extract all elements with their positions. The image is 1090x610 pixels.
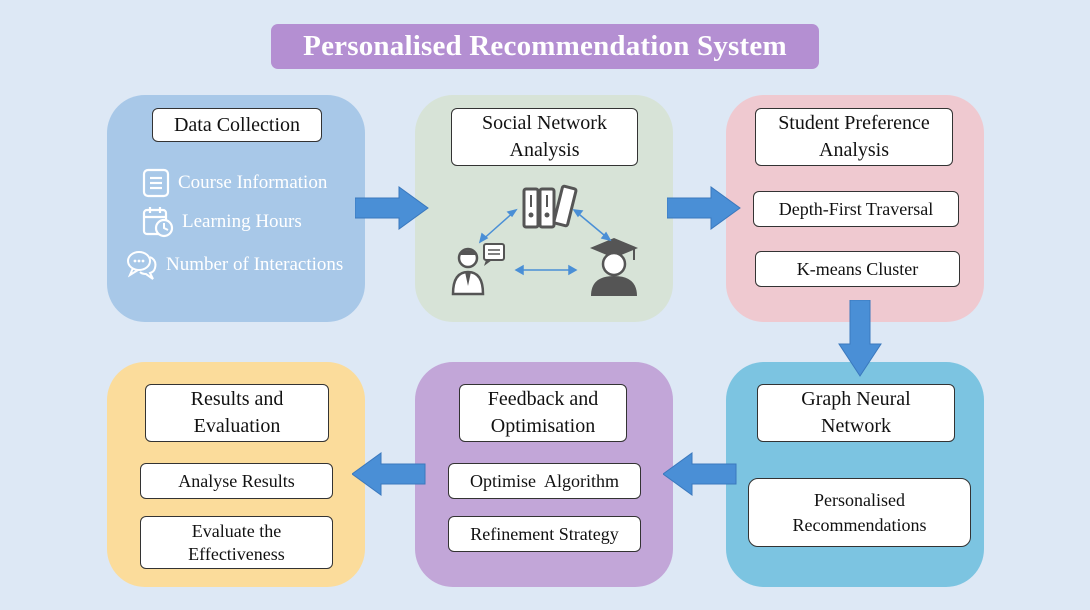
learning-hours-label: Learning Hours [182,211,302,232]
analyse-results-step: Analyse Results [140,463,333,499]
gnn-output-line1: Personalised [814,490,905,511]
data-collection-heading: Data Collection [152,108,322,142]
student-preference-heading: Student Preference Analysis [755,108,953,166]
diagram-title: Personalised Recommendation System [271,24,819,69]
student-graduate-icon [590,238,638,296]
gnn-heading-line1: Graph Neural [801,388,911,410]
number-of-interactions-item: Number of Interactions [126,249,343,281]
feedback-heading-line2: Optimisation [490,415,596,437]
results-heading-line1: Results and [190,388,284,410]
arrow-left-1 [663,452,737,496]
optimise-algorithm-step: Optimise Algorithm [448,463,641,499]
binders-icon [522,184,578,229]
depth-first-traversal-step: Depth-First Traversal [753,191,959,227]
chat-bubbles-icon [127,251,157,280]
results-heading-line2: Evaluation [193,415,281,437]
student-preference-heading-line2: Analysis [819,139,889,161]
calendar-clock-icon [142,207,174,238]
gnn-heading: Graph Neural Network [757,384,955,442]
results-heading: Results and Evaluation [145,384,329,442]
number-of-interactions-label: Number of Interactions [166,254,344,275]
document-icon [142,168,170,198]
refinement-strategy-step: Refinement Strategy [448,516,641,552]
student-preference-heading-line1: Student Preference [778,112,930,134]
gnn-output-line2: Recommendations [792,514,927,535]
arrow-down [838,300,882,377]
social-network-heading-line1: Social Network [482,112,607,134]
evaluate-effectiveness-step: Evaluate the Effectiveness [140,516,333,569]
course-information-label: Course Information [178,172,328,193]
arrow-right-2 [667,186,741,230]
teacher-icon [451,243,505,296]
k-means-cluster-step: K-means Cluster [755,251,960,287]
arrow-right-1 [355,186,429,230]
social-network-illustration [451,184,638,296]
learning-hours-item: Learning Hours [142,206,302,238]
social-network-heading-line2: Analysis [509,139,580,161]
evaluate-effectiveness-line1: Evaluate the [191,521,282,541]
evaluate-effectiveness-line2: Effectiveness [188,543,285,564]
feedback-heading-line1: Feedback and [487,388,599,410]
feedback-heading: Feedback and Optimisation [459,384,627,442]
gnn-heading-line2: Network [821,415,891,437]
course-information-item: Course Information [142,168,327,198]
arrow-left-2 [352,452,426,496]
personalised-recommendations-output: Personalised Recommendations [748,478,971,547]
social-network-heading: Social Network Analysis [451,108,638,166]
